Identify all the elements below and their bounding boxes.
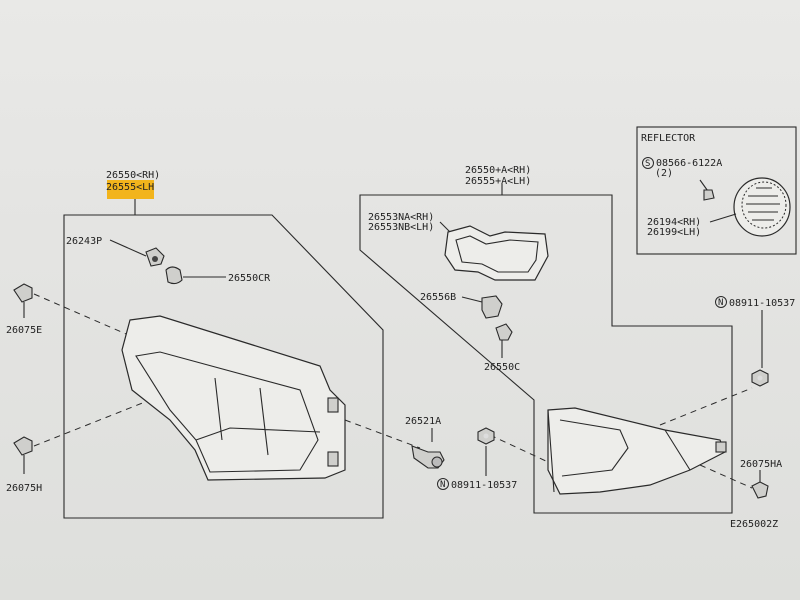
n-symbol-center [437, 478, 449, 490]
label-bolt: 26521A [405, 416, 441, 427]
label-diagram-code: E265002Z [730, 519, 778, 530]
bolt-icon [411, 445, 445, 469]
label-socket-inner: 26556B [420, 292, 456, 303]
label-nut-right: 08911-10537 [729, 298, 795, 309]
label-socket: 26243P [66, 236, 102, 247]
screw-icon [703, 189, 715, 201]
dash-line-4 [489, 434, 549, 463]
nut-right-icon [751, 369, 769, 387]
socket-icon [145, 247, 165, 267]
clip-icon-bottom [13, 436, 33, 456]
reflector-icon [733, 177, 791, 237]
label-main-part-rh: 26550<RH) [106, 170, 160, 181]
label-bulb-inner: 26550C [484, 362, 520, 373]
clip-icon [13, 283, 33, 303]
reflector-box [636, 126, 797, 255]
n-symbol-center-text: N [440, 480, 445, 490]
label-screw-qty: (2) [655, 168, 673, 179]
left-part-frame [63, 214, 384, 519]
dash-line-3 [344, 419, 421, 449]
label-nut-center: 08911-10537 [451, 480, 517, 491]
n-symbol-right [715, 296, 727, 308]
socket-inner-icon [481, 295, 503, 319]
label-inner-part-rh: 26550+A<RH) [465, 165, 531, 176]
label-gasket-rh: 26553NA<RH) [368, 212, 434, 223]
dash-line-1 [33, 293, 141, 341]
label-bulb-left: 26550CR [228, 273, 271, 284]
inner-lamp [547, 407, 727, 495]
socket-leader [109, 239, 147, 257]
label-reflector-lh: 26199<LH) [647, 227, 701, 238]
n-symbol-right-text: N [718, 298, 723, 308]
dash-line-2 [33, 399, 151, 447]
dash-line-6 [699, 464, 753, 489]
label-reflector-title: REFLECTOR [641, 133, 696, 144]
highlight-marker [107, 180, 154, 199]
nut-icon [477, 427, 495, 445]
label-clip-left-top: 26075E [6, 325, 42, 336]
label-clip-right: 26075HA [740, 459, 782, 470]
bulb-inner-icon [495, 323, 513, 341]
socket-inner-leader [461, 296, 483, 303]
label-inner-part-lh: 26555+A<LH) [465, 176, 531, 187]
s-symbol [642, 157, 654, 169]
label-screw: 08566-6122A [656, 158, 722, 169]
label-gasket-lh: 26553NB<LH) [368, 222, 434, 233]
reflector-leader [709, 213, 737, 223]
tail-lamp-housing [121, 315, 346, 481]
clip-right-icon [751, 481, 769, 499]
gasket-icon [444, 225, 549, 281]
label-main-part-lh: 26555<LH [106, 182, 154, 193]
dash-line-5 [659, 387, 753, 426]
label-clip-left-bottom: 26075H [6, 483, 42, 494]
right-part-frame [359, 194, 733, 514]
label-reflector-rh: 26194<RH) [647, 217, 701, 228]
s-symbol-text: S [645, 159, 650, 169]
bulb-icon [165, 266, 183, 285]
